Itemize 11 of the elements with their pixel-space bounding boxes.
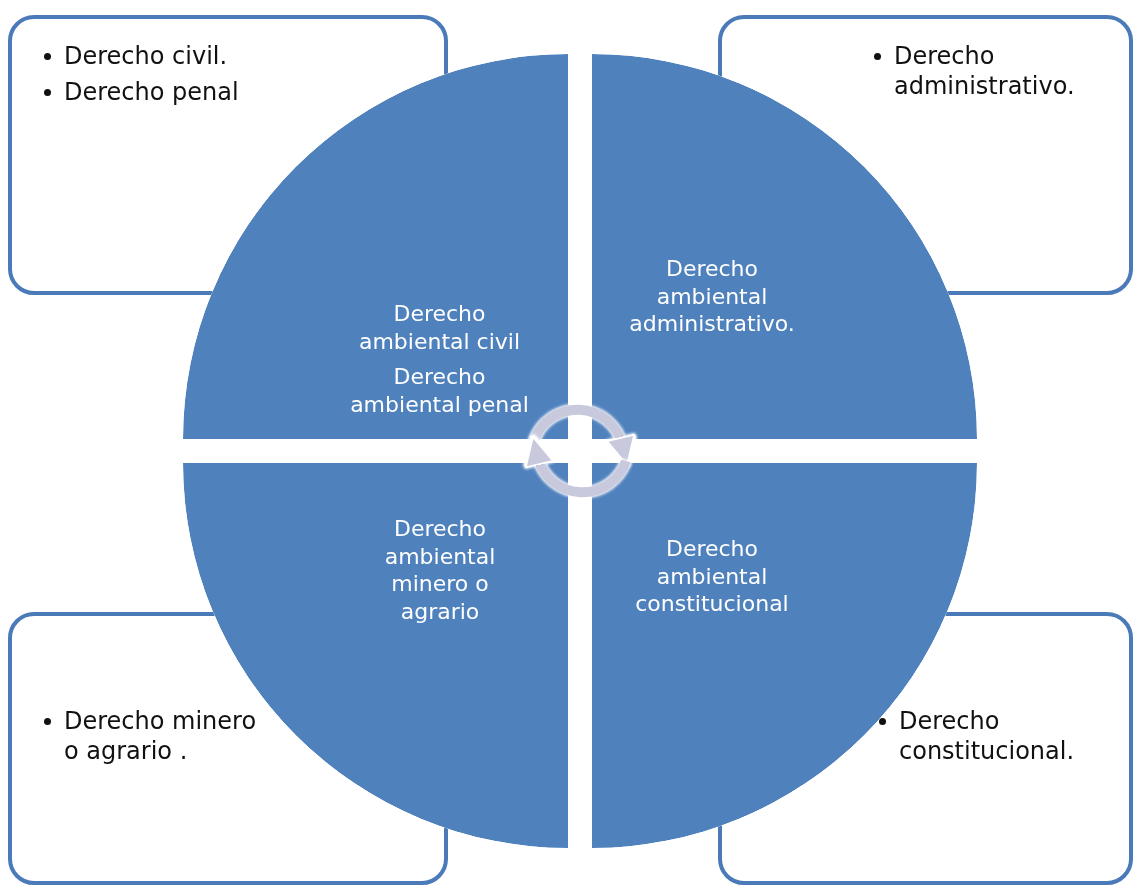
bullet-item: Derecho minero o agrario . [64, 707, 257, 765]
curved-arrow [524, 434, 631, 498]
quadrant-label: Derecho ambiental constitucional [634, 535, 790, 618]
quadrant-label: Derecho ambiental minero o agrario [383, 515, 497, 625]
bullet-item: Derecho constitucional. [899, 707, 1075, 765]
bullet-item: Derecho penal [64, 78, 239, 106]
quadrant-label: Derecho ambiental civil [357, 300, 522, 355]
quadrant-label: Derecho ambiental penal [349, 363, 530, 418]
bullet-item: Derecho administrativo. [894, 42, 1075, 100]
bullet-item: Derecho civil. [64, 42, 228, 70]
quadrant-label: Derecho ambiental administrativo. [628, 255, 796, 338]
